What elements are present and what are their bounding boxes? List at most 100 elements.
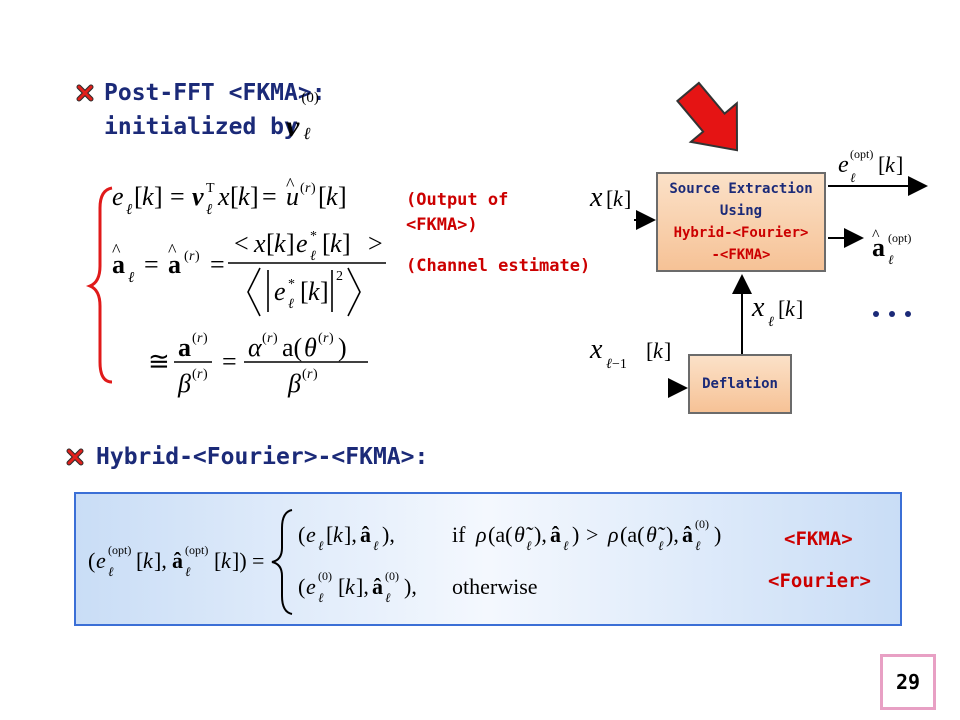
svg-text:[: [ (214, 548, 221, 573)
svg-text:r: r (323, 331, 329, 346)
block-diagram: x [k] e ℓ (opt) [k] a^ ℓ (opt) x ℓ [k] x… (589, 81, 928, 398)
red-pointer-arrow-icon (676, 81, 739, 152)
svg-text:): ) (338, 333, 347, 362)
fourier-label: <Fourier> (768, 570, 871, 592)
svg-text:[: [ (338, 574, 345, 599)
svg-text:a: a (178, 333, 191, 362)
section1-heading-line1: Post-FFT <FKMA>: (104, 80, 326, 106)
svg-text:k: k (142, 182, 154, 211)
svg-text:^: ^ (112, 240, 121, 260)
svg-text:): ) (195, 249, 200, 264)
left-brace (85, 186, 113, 384)
svg-text:[: [ (778, 296, 785, 321)
svg-text:[: [ (300, 277, 309, 306)
svg-text:k: k (785, 296, 796, 321)
svg-text:[: [ (266, 229, 275, 258)
svg-text:],: ], (356, 574, 369, 599)
svg-text:(: ( (88, 548, 95, 573)
svg-text:r: r (267, 331, 273, 346)
svg-text:ℓ: ℓ (206, 202, 212, 218)
svg-text:â: â (550, 522, 561, 547)
svg-text:ℓ: ℓ (310, 249, 316, 264)
svg-text:β: β (177, 369, 191, 398)
svg-text:x: x (253, 229, 266, 258)
svg-text:ℓ: ℓ (128, 270, 134, 286)
svg-text:r: r (307, 367, 313, 382)
svg-text:*: * (288, 277, 295, 292)
svg-text:a: a (872, 233, 885, 262)
svg-text:k: k (238, 182, 250, 211)
svg-text:(0): (0) (385, 569, 399, 583)
svg-text:(0): (0) (318, 569, 332, 583)
svg-text:[: [ (606, 186, 613, 211)
svg-text:e: e (306, 574, 316, 599)
svg-text:k: k (345, 574, 356, 599)
svg-text:>: > (586, 522, 598, 547)
svg-text:ℓ: ℓ (850, 170, 856, 185)
svg-text:β: β (287, 369, 301, 398)
svg-text:ℓ: ℓ (526, 538, 532, 553)
svg-text:(opt): (opt) (888, 231, 911, 245)
svg-text:),: ), (382, 522, 395, 547)
svg-text:]: ] (796, 296, 803, 321)
svg-text:(: ( (302, 367, 307, 382)
svg-text:): ) (273, 331, 278, 346)
svg-text:k: k (326, 182, 338, 211)
block1-line2: Using (719, 203, 763, 219)
block1-line1: Source Extraction (669, 181, 813, 197)
svg-text:]: ] (342, 229, 351, 258)
svg-text:ℓ: ℓ (373, 538, 379, 553)
section2-heading: Hybrid-<Fourier>-<FKMA>: (96, 444, 429, 470)
svg-text:]: ] (286, 229, 295, 258)
svg-text:v: v (192, 182, 204, 211)
svg-text:^: ^ (872, 227, 880, 244)
svg-text:(0): (0) (695, 517, 709, 531)
svg-text:e: e (838, 152, 849, 178)
svg-text:],: ], (344, 522, 357, 547)
svg-text:k: k (330, 229, 342, 258)
svg-text:[: [ (322, 229, 331, 258)
equations-block: e ℓ [k] = v ℓ T x[k] = u^ (r) [k] a^ ℓ =… (85, 174, 386, 398)
svg-text:^: ^ (168, 240, 177, 260)
svg-text:): ) (572, 522, 579, 547)
svg-text:]: ] (250, 182, 259, 211)
section1-heading-line2: initialized by (104, 114, 298, 140)
svg-text:e: e (296, 229, 308, 258)
svg-text:): ) (203, 331, 208, 346)
block1-line3: Hybrid-<Fourier> (673, 225, 809, 241)
svg-text:(opt): (opt) (108, 543, 131, 557)
svg-text:if: if (452, 522, 466, 547)
svg-text:α: α (248, 333, 263, 362)
svg-text:θ: θ (304, 333, 317, 362)
svg-text:ℓ: ℓ (108, 564, 114, 579)
svg-text:): ) (329, 331, 334, 346)
svg-text:(: ( (192, 367, 197, 382)
svg-text:ℓ: ℓ (695, 538, 701, 553)
svg-text:[: [ (136, 548, 143, 573)
svg-text:k: k (308, 277, 320, 306)
svg-text:=: = (170, 182, 185, 211)
svg-text:]: ] (154, 182, 163, 211)
svg-text:ℓ: ℓ (288, 297, 294, 312)
svg-text:k: k (885, 152, 896, 177)
svg-text:−1: −1 (612, 357, 627, 372)
svg-text:ℓ: ℓ (318, 538, 324, 553)
svg-text:),: ), (666, 522, 679, 547)
svg-text:â: â (172, 548, 183, 573)
channel-estimate-label: (Channel estimate) (406, 256, 591, 276)
svg-text:(: ( (298, 522, 305, 547)
svg-text:e: e (96, 548, 106, 573)
bullet-x-icon (66, 448, 84, 466)
svg-text:k: k (274, 229, 286, 258)
eq1-sub: ℓ (126, 202, 132, 218)
svg-text:]: ] (320, 277, 329, 306)
eq1-lhs: e (112, 182, 124, 211)
svg-text:ρ: ρ (607, 522, 619, 547)
svg-text:k: k (143, 548, 154, 573)
svg-text:(a(: (a( (488, 522, 512, 547)
svg-text:ρ: ρ (475, 522, 487, 547)
page-number: 29 (880, 654, 936, 710)
svg-text:=: = (252, 548, 264, 573)
svg-text:e: e (306, 522, 316, 547)
svg-text:[: [ (318, 182, 327, 211)
